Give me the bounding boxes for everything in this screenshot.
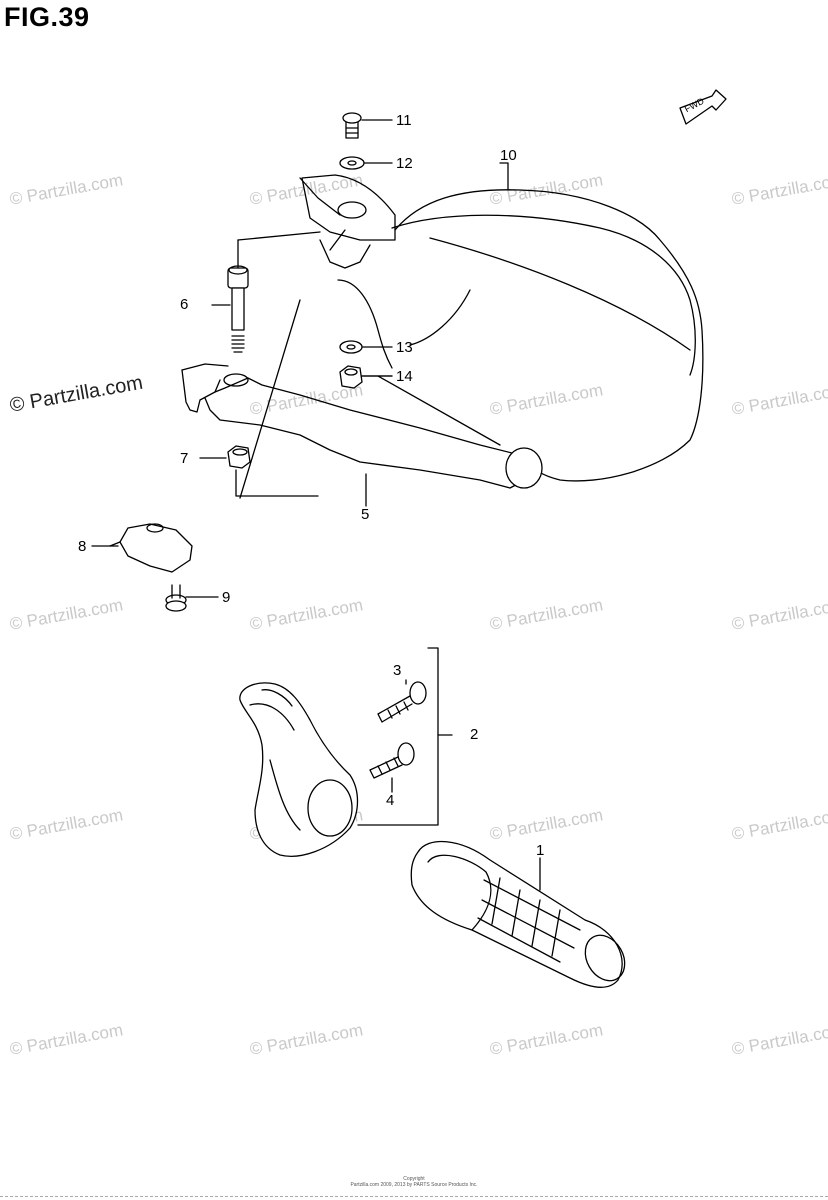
- callout-13: 13: [396, 339, 413, 356]
- nut-part: [227, 445, 251, 469]
- copyright-line-1: Copyright: [403, 1176, 425, 1182]
- callout-3: 3: [393, 662, 402, 679]
- callout-9: 9: [222, 589, 231, 606]
- callout-12: 12: [396, 155, 413, 172]
- lever-part: [181, 363, 543, 489]
- nut-part-14: [339, 365, 363, 389]
- bottom-divider: [0, 1196, 828, 1197]
- callout-11: 11: [396, 112, 412, 129]
- figure-title: FIG.39: [4, 2, 90, 32]
- hand-guard-part: [299, 174, 704, 482]
- throttle-housing-part: [239, 682, 359, 857]
- screw-part-9: [165, 584, 187, 612]
- callout-5: 5: [361, 506, 370, 523]
- grip-part: [410, 840, 626, 988]
- copyright-line-2: Partzilla.com 2009, 2013 by PARTS Source…: [350, 1182, 478, 1188]
- switch-part: [109, 523, 193, 573]
- bolt-part-3: [377, 681, 427, 723]
- bolt-part-4: [369, 742, 415, 779]
- callout-6: 6: [180, 296, 189, 313]
- callout-2: 2: [470, 726, 479, 743]
- fwd-arrow-icon: [679, 89, 727, 125]
- pivot-bolt-part: [227, 265, 249, 353]
- callout-4: 4: [386, 792, 395, 809]
- washer-part-13: [339, 340, 363, 354]
- callout-7: 7: [180, 450, 189, 467]
- copyright-footer: Copyright Partzilla.com 2009, 2013 by PA…: [0, 1176, 828, 1188]
- callout-10: 10: [500, 147, 517, 164]
- callout-8: 8: [78, 538, 87, 555]
- callout-14: 14: [396, 368, 413, 385]
- screw-part: [342, 112, 362, 139]
- callout-1: 1: [536, 842, 545, 859]
- washer-part: [339, 156, 365, 170]
